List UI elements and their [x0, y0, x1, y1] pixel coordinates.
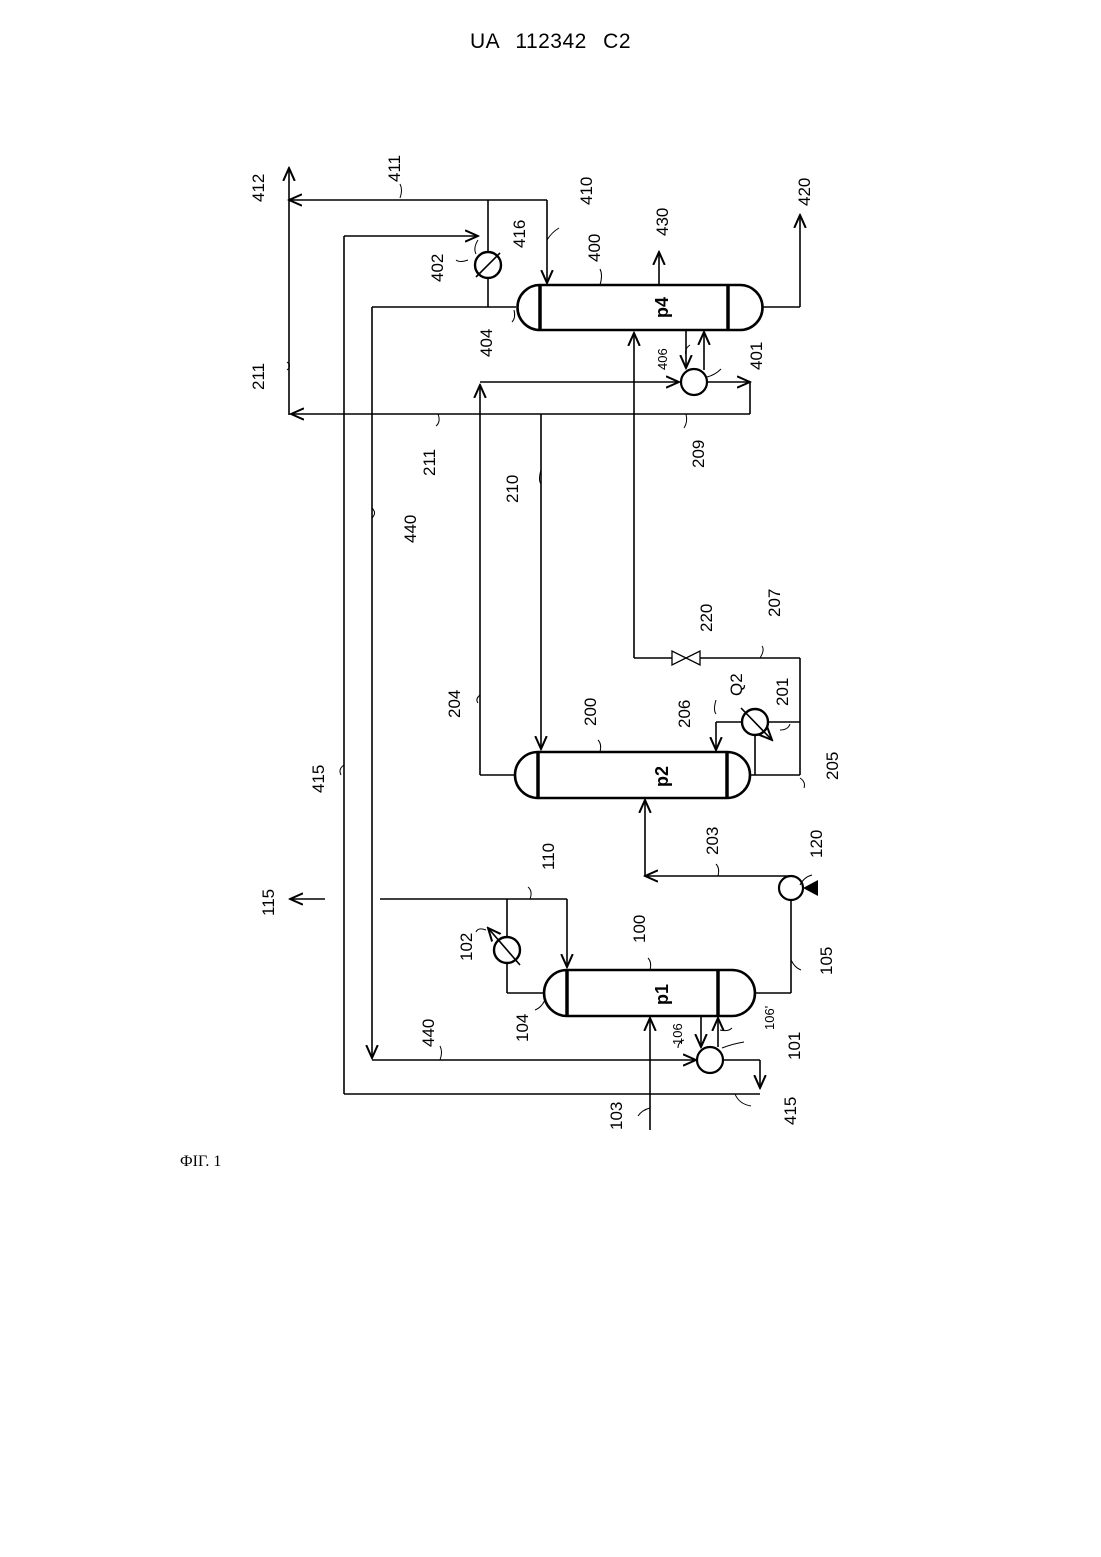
vessel-200	[515, 752, 750, 798]
heat-exchanger-402	[475, 252, 501, 278]
line-406	[686, 330, 704, 370]
line-101-outlet	[723, 1060, 760, 1088]
label-415-bottom: 415	[781, 1097, 800, 1125]
label-120: 120	[807, 830, 826, 858]
vessel-label-p2: p2	[652, 766, 672, 787]
pump-401	[681, 369, 707, 395]
pump-101	[697, 1047, 723, 1073]
heat-exchanger-102	[488, 928, 520, 965]
label-Q2: Q2	[727, 673, 746, 696]
label-211-top: 211	[249, 363, 268, 390]
pump-120	[779, 876, 818, 900]
heat-exchanger-201	[741, 708, 772, 740]
label-201: 201	[773, 678, 792, 706]
label-102: 102	[457, 933, 476, 961]
label-101: 101	[785, 1032, 804, 1060]
line-404	[488, 278, 516, 307]
label-430: 430	[653, 208, 672, 236]
label-207: 207	[765, 589, 784, 617]
label-210: 210	[503, 475, 522, 503]
label-440-bottom: 440	[419, 1019, 438, 1047]
line-415	[344, 236, 760, 1094]
vessel-label-p4: p4	[652, 297, 672, 318]
label-103: 103	[607, 1102, 626, 1130]
label-200: 200	[581, 698, 600, 726]
label-410: 410	[577, 177, 596, 205]
label-106-prime: 106'	[762, 1006, 777, 1030]
label-211-mid: 211	[420, 449, 439, 476]
label-411: 411	[385, 155, 404, 182]
vessel-400	[518, 285, 763, 330]
line-105	[754, 900, 791, 993]
label-110: 110	[539, 843, 558, 870]
label-402: 402	[428, 254, 447, 282]
label-415-top: 415	[309, 765, 328, 793]
label-416: 416	[510, 220, 529, 248]
label-209: 209	[689, 440, 708, 468]
label-400: 400	[585, 234, 604, 262]
line-204	[480, 385, 515, 775]
label-420: 420	[795, 178, 814, 206]
label-404: 404	[477, 329, 496, 357]
figure-caption: ФІГ. 1	[180, 1153, 221, 1171]
line-104	[507, 963, 545, 993]
line-420	[762, 215, 800, 307]
line-205	[749, 658, 800, 775]
line-106	[701, 1016, 718, 1047]
label-100: 100	[630, 915, 649, 943]
label-401: 401	[747, 342, 766, 370]
label-105: 105	[817, 947, 836, 975]
vessel-labels: p4 p2 p1	[652, 297, 672, 1005]
label-412: 412	[249, 174, 268, 202]
line-401-outlet	[707, 382, 750, 414]
vessel-100	[544, 970, 755, 1016]
label-406: 406	[655, 348, 670, 370]
label-440-top: 440	[401, 515, 420, 543]
line-440	[372, 307, 696, 1060]
label-106: 106	[670, 1023, 685, 1045]
valve-220	[672, 651, 700, 665]
label-204: 204	[445, 690, 464, 718]
label-104: 104	[513, 1014, 532, 1042]
label-115: 115	[259, 889, 278, 916]
label-205: 205	[823, 752, 842, 780]
label-220: 220	[697, 604, 716, 632]
vessel-label-p1: p1	[652, 984, 672, 1005]
label-203: 203	[703, 827, 722, 855]
label-206: 206	[675, 700, 694, 728]
